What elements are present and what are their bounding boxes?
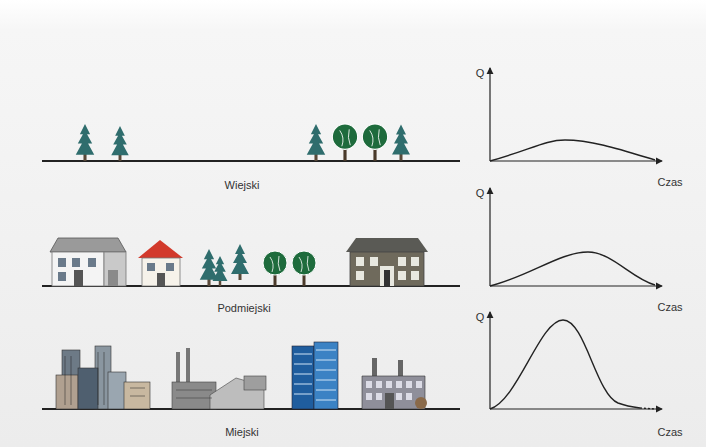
- row-label: Miejski: [225, 427, 259, 438]
- hydrograph-curve: [490, 140, 656, 409]
- urban-buildings: [56, 342, 427, 409]
- axis-label: Q: [476, 312, 485, 323]
- rural-trees: [76, 124, 410, 161]
- axis-label: Q: [476, 188, 485, 199]
- suburban-buildings: [50, 238, 428, 286]
- row-label: Wiejski: [225, 180, 260, 191]
- axis-label: Czas: [657, 177, 682, 188]
- axis-label: Q: [476, 68, 485, 79]
- chart-axes: [490, 68, 662, 409]
- axis-label: Czas: [657, 302, 682, 313]
- axis-label: Czas: [657, 427, 682, 438]
- row-label: Podmiejski: [217, 303, 270, 314]
- ground-line: [42, 161, 460, 409]
